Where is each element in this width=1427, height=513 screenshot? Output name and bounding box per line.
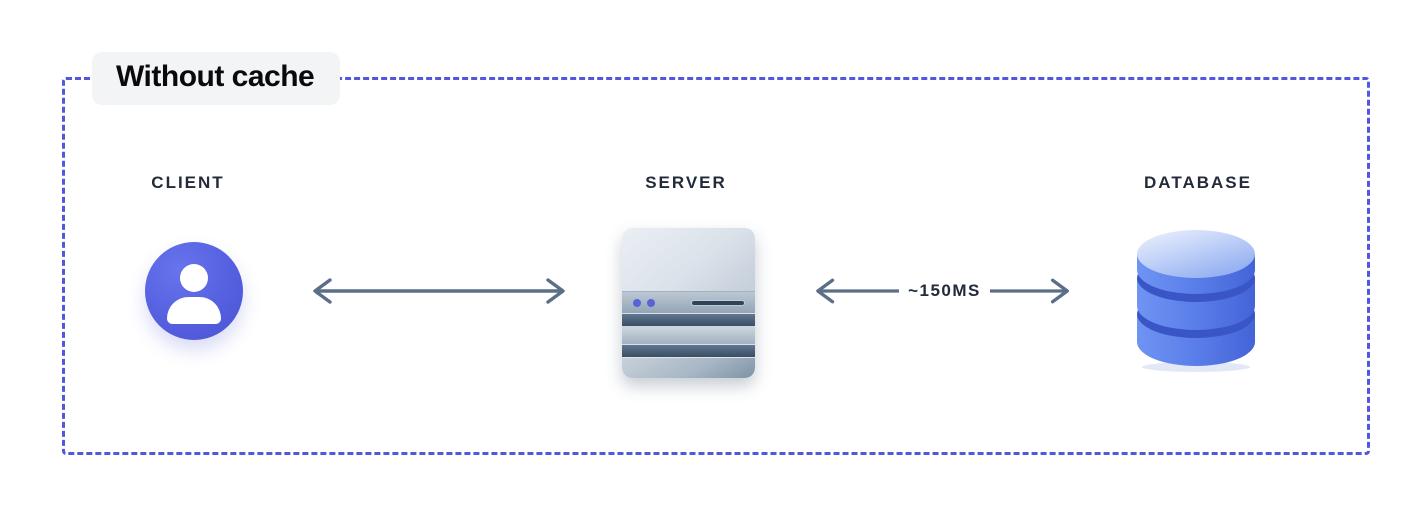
client-node-label: CLIENT <box>151 173 225 192</box>
server-top-panel <box>622 228 755 292</box>
server-dark-band <box>622 344 755 357</box>
client-server-arrow <box>308 275 570 307</box>
database-node-label: DATABASE <box>1144 173 1252 192</box>
arrow-right-segment <box>989 278 1069 304</box>
server-dark-band <box>622 313 755 326</box>
server-status-band <box>622 292 755 313</box>
server-drive-slot <box>692 300 744 305</box>
server-bottom-band <box>622 357 755 378</box>
user-icon <box>145 242 243 340</box>
arrow-left-segment <box>816 278 900 304</box>
diagram-title: Without cache <box>92 52 341 105</box>
latency-label: ~150MS <box>908 281 981 300</box>
server-led-icon <box>633 298 641 307</box>
database-icon <box>1129 222 1263 372</box>
server-database-arrow: ~150MS <box>811 275 1074 307</box>
server-node-label: SERVER <box>645 173 727 192</box>
user-icon-shoulders <box>167 297 221 324</box>
without-cache-frame <box>62 77 1370 455</box>
server-led-icon <box>647 298 655 307</box>
user-icon-head <box>180 264 208 292</box>
server-icon <box>622 228 755 378</box>
server-light-band <box>622 326 755 344</box>
